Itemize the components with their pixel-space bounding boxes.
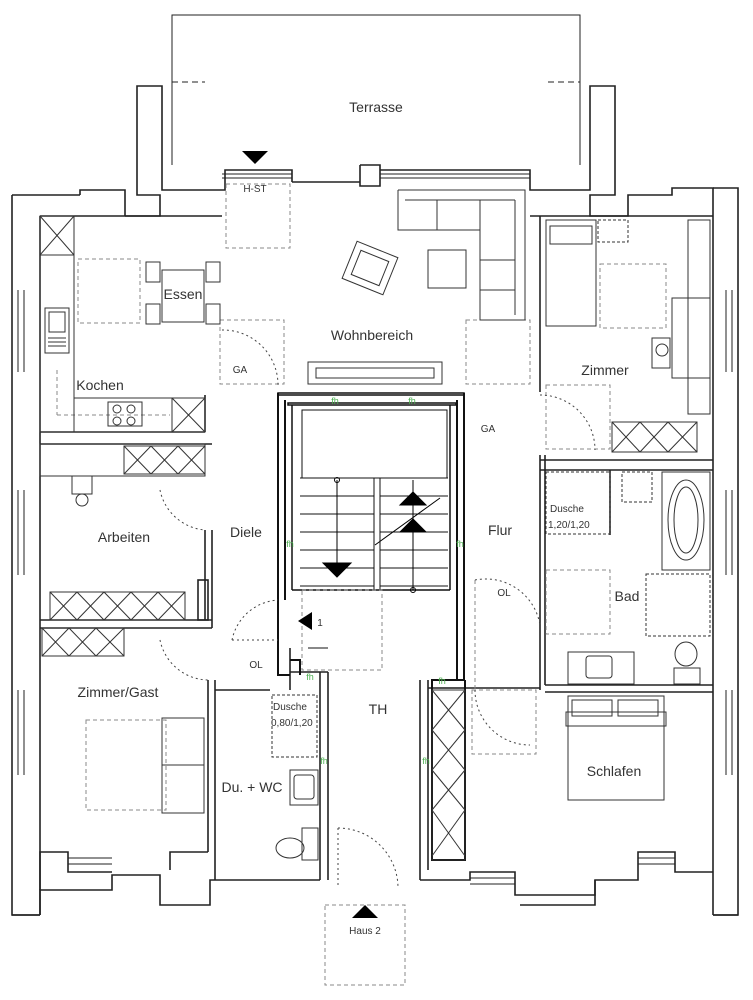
- label-ga-left: GA: [233, 365, 248, 376]
- dashed-outlines: [56, 183, 667, 986]
- label-essen: Essen: [164, 286, 203, 302]
- sofa: [397, 189, 526, 321]
- label-haus: Haus 2: [349, 926, 381, 937]
- label-dusche-wc-size: 0,80/1,20: [271, 718, 313, 729]
- house-entry-marker: [352, 905, 378, 918]
- kitchen-counter: [39, 215, 206, 433]
- fh-marker: fh: [331, 396, 339, 406]
- exterior-walls: [11, 85, 739, 916]
- fh-marker: fh: [408, 396, 416, 406]
- fh-marker: fh: [320, 756, 328, 766]
- label-schlafen: Schlafen: [587, 763, 641, 779]
- label-diele: Diele: [230, 524, 262, 540]
- terrace-outline: [171, 14, 581, 165]
- label-bad: Bad: [615, 588, 640, 604]
- interior-walls: [40, 216, 713, 880]
- label-kochen: Kochen: [76, 377, 123, 393]
- label-flur: Flur: [488, 522, 512, 538]
- stair-core: [277, 392, 465, 680]
- corridor-walls: [277, 600, 466, 861]
- label-wohnbereich: Wohnbereich: [331, 327, 413, 343]
- arbeiten-furniture: [39, 443, 206, 621]
- bad-fixtures: [545, 471, 711, 685]
- label-arbeiten: Arbeiten: [98, 529, 150, 545]
- windows: [17, 173, 733, 885]
- label-th: TH: [369, 701, 388, 717]
- zimmer-right-furniture: [545, 219, 711, 453]
- zimmer-gast-furniture: [41, 627, 205, 814]
- label-landing-number: 1: [317, 618, 323, 629]
- label-ol-left: OL: [249, 660, 263, 671]
- label-terrace: Terrasse: [349, 99, 403, 115]
- label-zimmer: Zimmer: [581, 362, 629, 378]
- tv-console: [307, 361, 443, 385]
- label-du-wc: Du. + WC: [221, 779, 282, 795]
- label-zimmer-gast: Zimmer/Gast: [78, 684, 159, 700]
- terrace-entry-marker: [242, 151, 268, 164]
- dining-table: [145, 261, 221, 325]
- label-dusche-bad: Dusche: [550, 504, 584, 515]
- fh-marker: fh: [286, 539, 294, 549]
- fh-marker: fh: [438, 676, 446, 686]
- label-dusche-bad-size: 1,20/1,20: [548, 520, 590, 531]
- schlafen-furniture: [431, 689, 667, 861]
- label-ga-right: GA: [481, 424, 496, 435]
- fh-marker: fh: [306, 672, 314, 682]
- fh-marker: fh: [422, 756, 430, 766]
- label-hst: H-ST: [243, 184, 266, 195]
- label-dusche-wc: Dusche: [273, 702, 307, 713]
- door-swings: [159, 329, 596, 889]
- landing-marker: [298, 612, 312, 630]
- du-wc-fixtures: [271, 694, 319, 861]
- armchair: [341, 240, 399, 296]
- label-ol-right: OL: [497, 588, 511, 599]
- stair-arrows: [321, 477, 441, 593]
- fh-marker: fh: [456, 539, 464, 549]
